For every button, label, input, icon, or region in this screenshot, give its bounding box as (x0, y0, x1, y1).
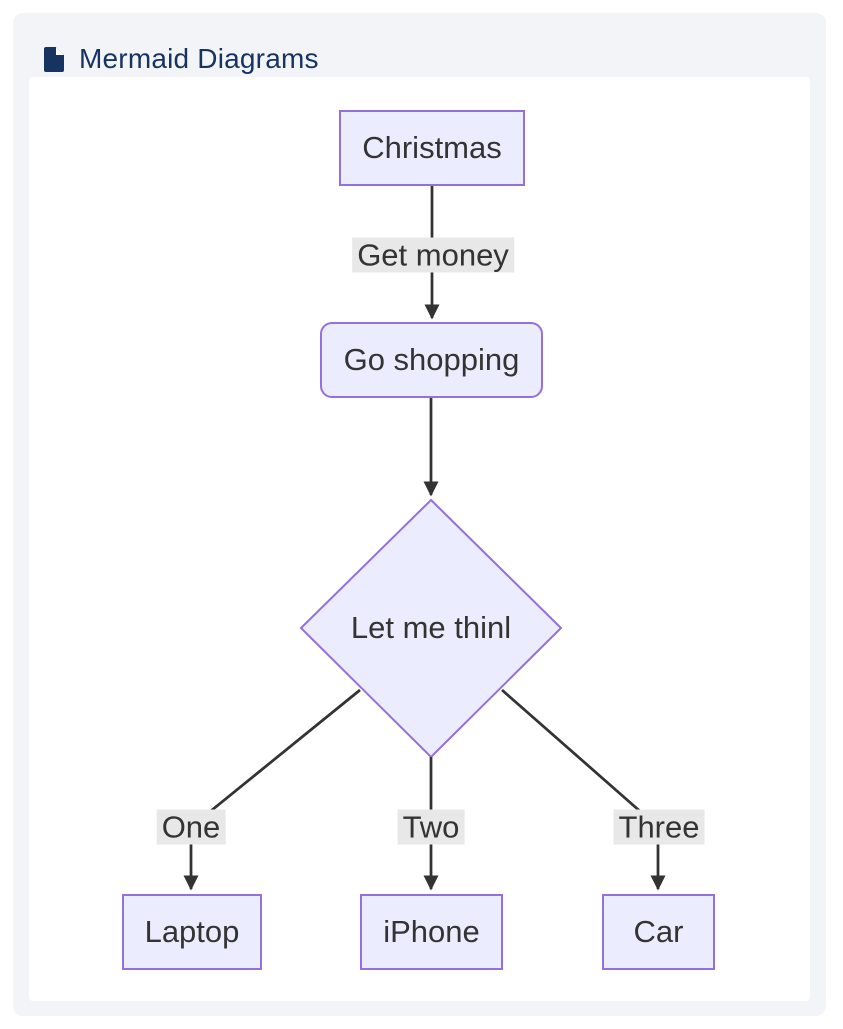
document-icon (44, 46, 64, 72)
node-car-label: Car (633, 914, 684, 949)
edge-label-three: Three (613, 809, 705, 845)
node-christmas: Christmas (339, 110, 525, 186)
node-iphone: iPhone (360, 894, 503, 970)
node-laptop: Laptop (122, 894, 262, 970)
card-header: Mermaid Diagrams (43, 43, 319, 75)
edge-decision-to-car (501, 688, 666, 891)
edge-label-one: One (156, 809, 226, 845)
node-laptop-label: Laptop (144, 914, 240, 949)
diagram-canvas: Christmas Go shopping Let me thinl Lapto… (29, 77, 810, 1001)
edge-label-get-money: Get money (352, 237, 514, 273)
node-car: Car (602, 894, 715, 970)
node-decision-label: Let me thinl (350, 610, 512, 645)
flowchart-edges (183, 186, 666, 891)
edge-decision-to-laptop (183, 688, 361, 891)
node-christmas-label: Christmas (362, 130, 502, 165)
edge-label-two: Two (397, 809, 465, 845)
page-title: Mermaid Diagrams (79, 43, 319, 74)
node-go-shopping: Go shopping (320, 322, 543, 398)
node-iphone-label: iPhone (383, 914, 480, 949)
node-go-shopping-label: Go shopping (343, 342, 520, 377)
mermaid-diagrams-card: Mermaid Diagrams Christmas (13, 13, 826, 1016)
